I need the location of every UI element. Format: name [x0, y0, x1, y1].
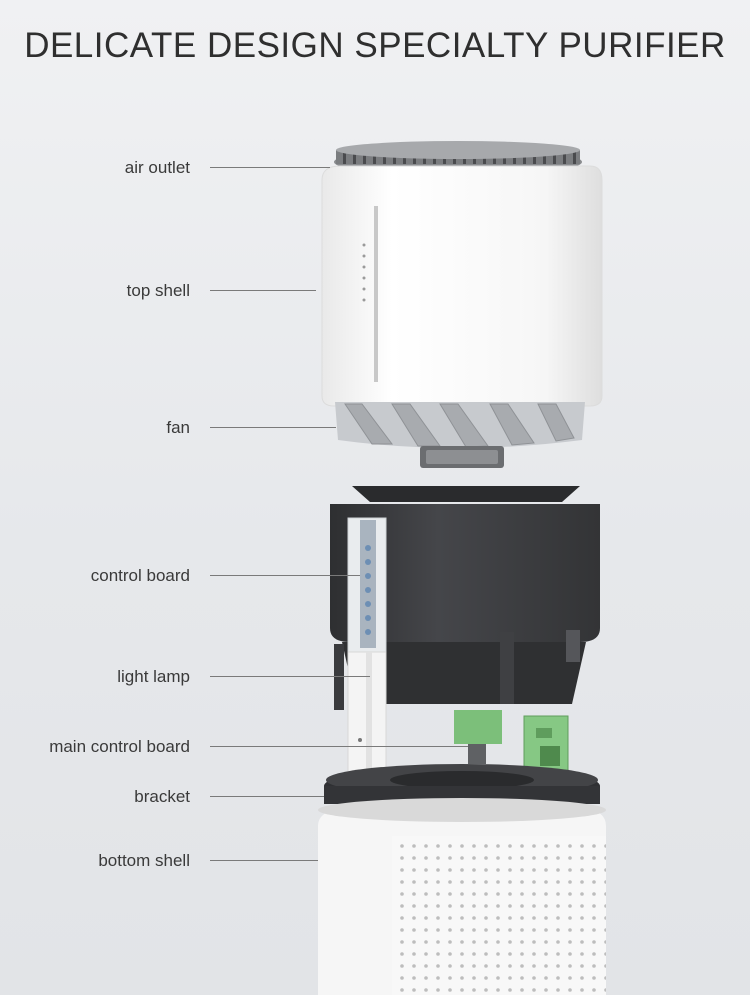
callout-leader-air-outlet	[210, 167, 330, 168]
callout-leader-control-board	[210, 575, 360, 576]
callout-label-control-board: control board	[90, 566, 190, 585]
fan-part	[335, 402, 585, 468]
callout-label-fan: fan	[166, 418, 190, 437]
dark-housing-part	[330, 486, 600, 710]
callout-label-air-outlet: air outlet	[124, 158, 190, 177]
main-control-board-part	[454, 710, 569, 779]
callout-leader-top-shell	[210, 290, 316, 291]
page-title: DELICATE DESIGN SPECIALTY PURIFIER	[24, 26, 726, 65]
callout-label-bottom-shell: bottom shell	[98, 851, 190, 870]
control-board-part	[347, 517, 387, 653]
callout-label-main-control-board: main control board	[49, 737, 190, 756]
callout-label-bracket: bracket	[134, 787, 190, 806]
callout-leader-bottom-shell	[210, 860, 318, 861]
bracket-part	[324, 764, 600, 806]
bottom-shell-part	[318, 798, 606, 995]
callout-leader-main-control-board	[210, 746, 468, 747]
callout-leader-light-lamp	[210, 676, 370, 677]
callout-leader-bracket	[210, 796, 324, 797]
top-shell-part	[321, 165, 603, 407]
callout-label-light-lamp: light lamp	[117, 667, 190, 686]
callout-leader-fan	[210, 427, 336, 428]
callout-label-top-shell: top shell	[126, 281, 190, 300]
